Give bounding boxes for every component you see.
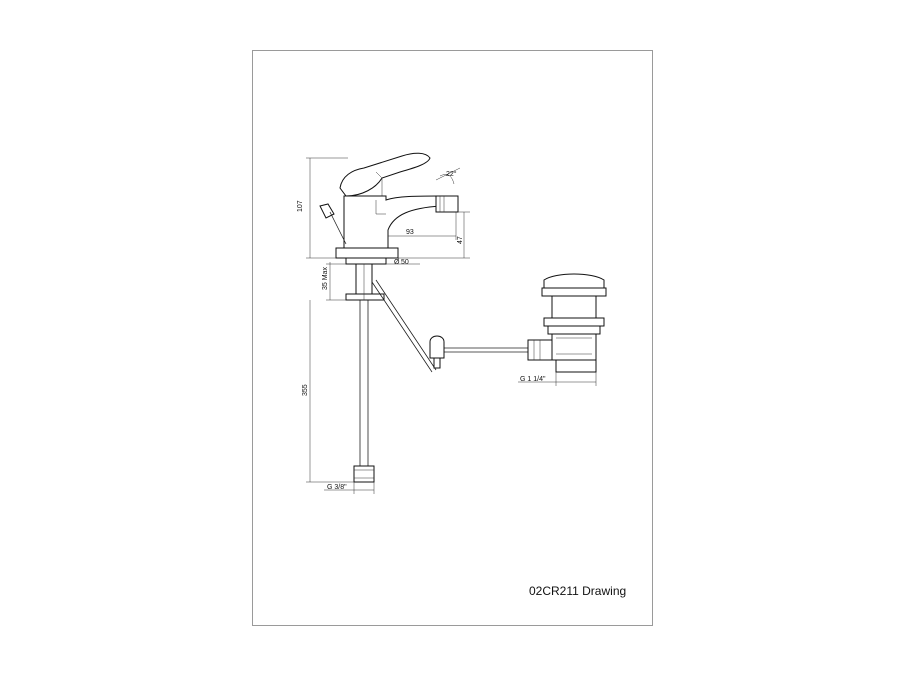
dim-diameter-symbol: Ø [394, 259, 400, 266]
drawing-caption: 02CR211 Drawing [529, 584, 627, 598]
dim-spout-height: 47 [457, 236, 464, 244]
drawing-sheet-border [252, 50, 653, 626]
dim-base-diameter: 50 [401, 259, 409, 266]
pop-up-linkage [371, 279, 530, 373]
dim-waste-thread: G 1 1/4" [520, 376, 546, 383]
dim-spout-reach: 93 [406, 229, 414, 236]
faucet-body [335, 152, 459, 265]
flexible-hose [353, 300, 375, 483]
dim-spout-angle: 22° [446, 170, 457, 178]
dimension-lines [306, 157, 597, 494]
dim-hose-length: 355 [302, 384, 309, 396]
popup-rod-knob [319, 203, 347, 245]
mounting-shank [345, 263, 385, 301]
dim-hose-thread: G 3/8" [327, 484, 347, 491]
dim-height-total: 107 [297, 200, 304, 212]
dim-mount-thickness: 35 Max [322, 267, 329, 290]
waste-assembly [527, 273, 607, 373]
